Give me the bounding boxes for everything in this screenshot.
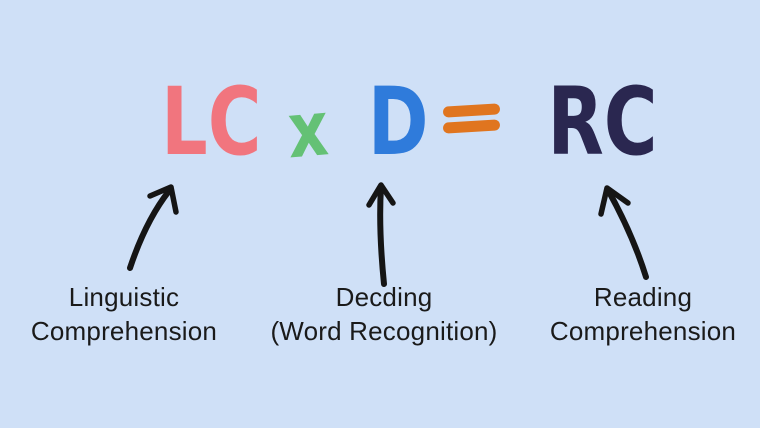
label-decoding-line2: (Word Recognition): [270, 316, 498, 346]
formula-term-lc: LC: [150, 76, 262, 170]
label-reading-comprehension: Reading Comprehension: [523, 280, 760, 348]
arrow-lc-icon: [127, 184, 179, 271]
label-reading-comprehension-line1: Reading: [593, 282, 693, 312]
formula-term-rc: RC: [535, 76, 657, 170]
label-linguistic-comprehension-line2: Comprehension: [30, 316, 218, 346]
label-decoding-line1: Decding: [335, 282, 433, 312]
label-linguistic-comprehension-line1: Linguistic: [68, 282, 180, 312]
arrow-d-icon: [366, 182, 396, 287]
arrow-rc-icon: [598, 185, 649, 280]
label-linguistic-comprehension: Linguistic Comprehension: [4, 280, 244, 348]
label-reading-comprehension-line2: Comprehension: [549, 316, 737, 346]
label-decoding: Decding (Word Recognition): [264, 280, 504, 348]
